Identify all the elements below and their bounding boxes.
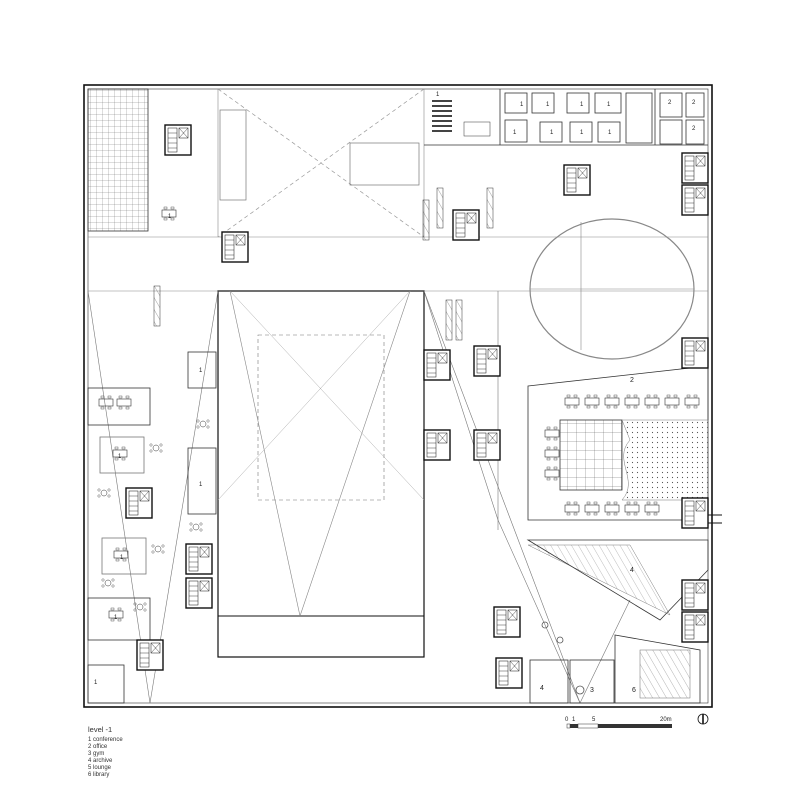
gym-oval	[529, 218, 695, 360]
legend-item-archive: 4 archive	[88, 758, 113, 764]
top-atrium	[217, 88, 425, 238]
room-number-label: 6	[632, 687, 636, 694]
scale-label-zero: 0	[565, 717, 569, 723]
scale-label-five: 5	[592, 717, 596, 723]
circulation-lines	[88, 89, 708, 292]
scale-bar: 0 1 5 20m	[565, 717, 672, 729]
room-number-label: 2	[668, 100, 672, 106]
south-rooms	[529, 621, 615, 704]
room-number-label: 1	[114, 615, 118, 621]
room-labels: 1 1 1 1 1 1 1 1 1 2 2 2 1 1 1 1 1 1 1 2 …	[94, 92, 696, 694]
room-number-label: 1	[94, 680, 98, 686]
room-number-label: 3	[590, 687, 594, 694]
room-number-label: 1	[580, 102, 584, 108]
room-number-label: 1	[550, 130, 554, 136]
legend-item-lounge: 5 lounge	[88, 765, 112, 771]
room-number-label: 1	[168, 214, 172, 220]
grid-courtyard	[87, 88, 149, 232]
scale-label-twenty: 20m	[660, 717, 672, 723]
level-title: level -1	[88, 725, 113, 734]
room-number-label: 4	[540, 685, 544, 692]
room-number-label: 1	[607, 102, 611, 108]
scale-label-one: 1	[572, 717, 576, 723]
room-number-label: 1	[118, 454, 122, 460]
room-number-label: 1	[120, 555, 124, 561]
conference-seating	[432, 100, 491, 137]
legend-item-gym: 3 gym	[88, 751, 105, 757]
escalators	[153, 187, 494, 341]
central-hall	[217, 290, 425, 658]
room-number-label: 1	[199, 482, 203, 488]
north-arrow	[697, 713, 709, 725]
legend: level -1 1 conference 2 office 3 gym 4 a…	[88, 725, 123, 779]
room-number-label: 1	[199, 368, 203, 374]
stair-cores	[125, 124, 709, 689]
room-number-label: 1	[436, 92, 440, 98]
building-outline	[83, 84, 713, 708]
west-perspective-lines	[87, 290, 631, 704]
archive-library-zone	[526, 365, 709, 704]
room-number-label: 1	[580, 130, 584, 136]
room-number-label: 2	[630, 377, 634, 384]
room-number-label: 2	[692, 126, 696, 132]
room-number-label: 1	[520, 102, 524, 108]
legend-item-library: 6 library	[88, 772, 110, 778]
legend-item-conference: 1 conference	[88, 737, 123, 743]
office-row-north	[424, 89, 708, 146]
room-number-label: 4	[630, 567, 634, 574]
legend-item-office: 2 office	[88, 744, 108, 750]
room-number-label: 1	[608, 130, 612, 136]
room-number-label: 1	[513, 130, 517, 136]
west-conference-rooms	[87, 351, 217, 704]
room-number-label: 2	[692, 100, 696, 106]
east-entrance	[708, 514, 722, 524]
room-number-label: 1	[546, 102, 550, 108]
